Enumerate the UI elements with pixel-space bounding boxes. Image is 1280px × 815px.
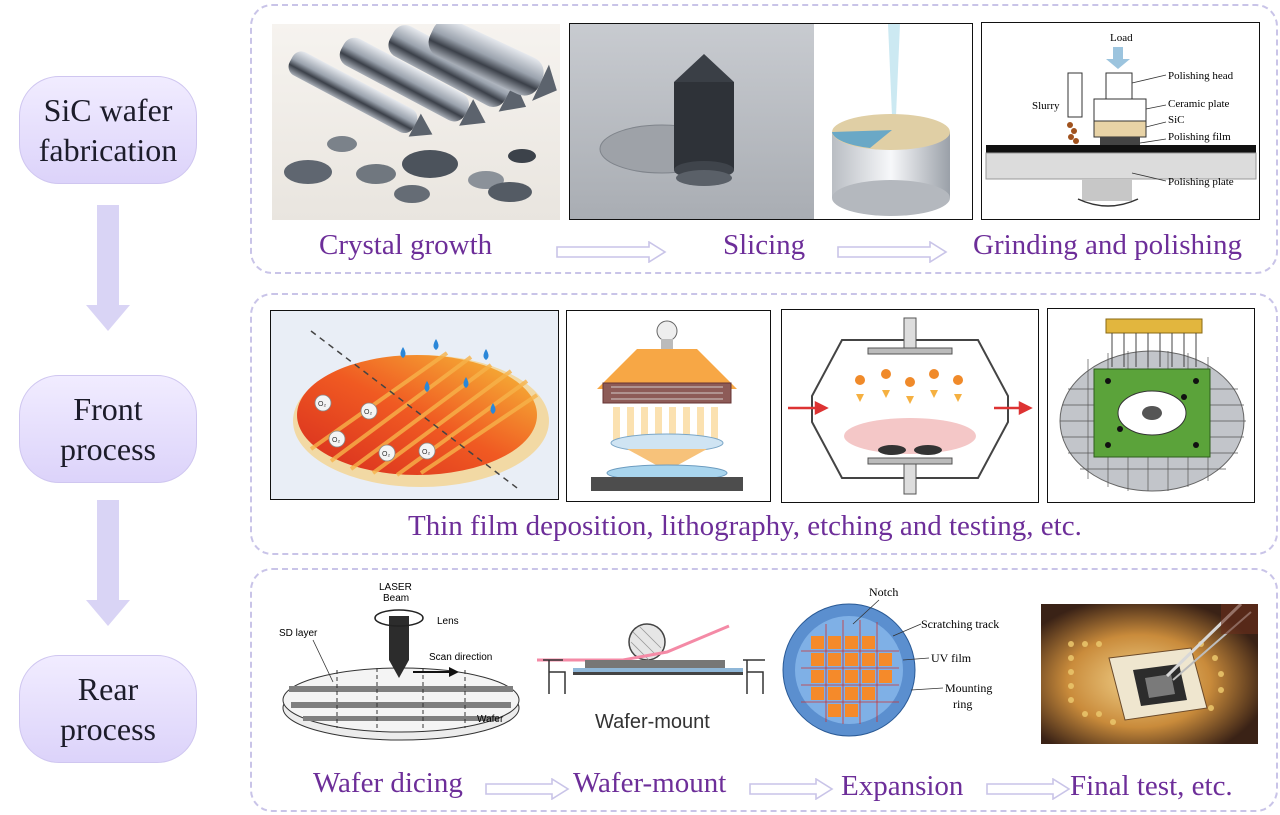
caption-front-process-steps: Thin film deposition, lithography, etchi… [408,510,1082,542]
panel-rear-process [250,568,1278,812]
stage-label-line: process [60,711,156,747]
right-arrow-icon [749,778,834,800]
polishing-film-label: Polishing film [1168,131,1231,143]
stage-label-line: process [60,431,156,467]
oxygen-label: O₂ [332,437,340,444]
stage-label-line: Front [73,391,143,427]
caption-wafer-dicing: Wafer dicing [313,767,463,799]
stage-label-line: fabrication [38,132,178,168]
thin-film-deposition-image: O₂ O₂ O₂ O₂ O₂ [270,310,559,500]
right-arrow-icon [837,241,948,263]
etching-image [781,309,1039,503]
oxygen-label: O₂ [382,451,390,458]
scratching-track-label: Scratching track [921,617,999,631]
oxygen-label: O₂ [422,449,430,456]
polishing-head-label: Polishing head [1168,70,1234,82]
grinding-polishing-image: Load Slurry Polishing head Ceramic plate… [981,22,1260,220]
stage-label-line: SiC wafer [43,92,173,128]
caption-wafer-mount: Wafer-mount [573,767,727,799]
wafer-testing-image [1047,308,1255,503]
lithography-image [566,310,771,502]
ceramic-plate-label: Ceramic plate [1168,98,1230,110]
load-label: Load [1110,32,1133,44]
stage-label-line: Rear [77,671,139,707]
crystal-growth-image [272,24,560,220]
caption-final-test: Final test, etc. [1070,770,1233,802]
right-arrow-icon [556,241,667,263]
polishing-plate-label: Polishing plate [1168,176,1234,188]
wafer-label: Wafer [477,714,504,725]
stage-front-process: Front process [19,375,197,483]
scan-direction-label: Scan direction [429,652,492,663]
caption-crystal-growth: Crystal growth [319,229,493,261]
slurry-label: Slurry [1032,100,1060,112]
panel-front-process [250,293,1278,555]
notch-label: Notch [869,585,898,599]
right-arrow-icon [485,778,570,800]
laser-label: LASER [379,582,412,593]
panel-sic-wafer-fabrication [250,4,1278,274]
down-arrow-icon [86,205,130,331]
oxygen-label: O₂ [364,409,372,416]
sic-label: SiC [1168,114,1185,126]
caption-expansion: Expansion [841,770,964,802]
right-arrow-icon [986,778,1071,800]
lens-label: Lens [437,616,459,627]
mounting-ring-label: Mounting [945,681,992,695]
beam-label: Beam [383,593,409,604]
caption-slicing: Slicing [723,229,806,261]
mounting-ring-label: ring [953,697,972,711]
expansion-image: Notch Scratching track UV film Mounting … [781,580,1031,748]
stage-rear-process: Rear process [19,655,197,763]
wafer-mount-image: Wafer-mount [533,610,769,740]
down-arrow-icon [86,500,130,626]
stage-sic-wafer-fabrication: SiC wafer fabrication [19,76,197,184]
final-test-image [1041,604,1258,744]
caption-grinding-polishing: Grinding and polishing [973,229,1243,261]
slicing-image [569,23,973,220]
oxygen-label: O₂ [318,401,326,408]
uv-film-label: UV film [931,651,972,665]
sd-layer-label: SD layer [279,628,318,639]
wafer-mount-figure-label: Wafer-mount [595,711,710,733]
wafer-dicing-image: LASER Beam Lens SD layer Scan direction … [273,578,521,748]
